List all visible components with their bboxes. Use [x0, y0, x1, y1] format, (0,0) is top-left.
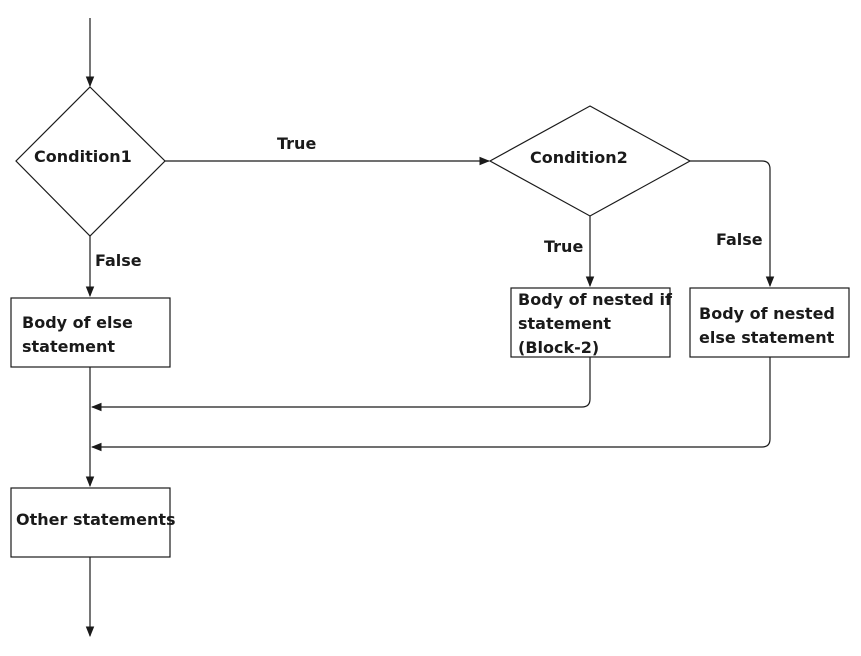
else-body-label: Body of else statement	[22, 313, 138, 356]
node-condition1: Condition1	[15, 86, 166, 237]
nested-else-line-2: else statement	[699, 328, 835, 347]
node-else-body: Body of else statement	[10, 297, 171, 368]
nested-else-body-label: Body of nested else statement	[699, 304, 840, 347]
decision-diamond	[15, 86, 166, 237]
edge-label-c1-false: False	[95, 251, 142, 270]
edge-nested-else-merge	[90, 357, 771, 452]
decision-diamond	[488, 105, 692, 217]
node-other-statements: Other statements	[10, 487, 176, 558]
node-nested-if-body: Body of nested if statement (Block-2)	[510, 287, 677, 358]
else-body-line-2: statement	[22, 337, 115, 356]
nested-if-line-2: statement	[518, 314, 611, 333]
process-box	[689, 287, 850, 358]
else-body-line-1: Body of else	[22, 313, 133, 332]
nested-if-body-label: Body of nested if statement (Block-2)	[518, 290, 677, 357]
nested-if-line-3: (Block-2)	[518, 338, 599, 357]
edge-label-c2-true: True	[544, 237, 583, 256]
process-box	[10, 487, 171, 558]
other-statements-label: Other statements	[16, 510, 176, 529]
condition1-label: Condition1	[34, 147, 132, 166]
node-nested-else-body: Body of nested else statement	[689, 287, 850, 358]
edge-c2-false	[690, 160, 775, 288]
process-box	[510, 287, 671, 358]
edge-nested-if-merge	[90, 357, 591, 412]
edge-label-c2-false: False	[716, 230, 763, 249]
nested-else-line-1: Body of nested	[699, 304, 835, 323]
condition2-label: Condition2	[530, 148, 628, 167]
edge-label-c1-true: True	[277, 134, 316, 153]
process-box	[10, 297, 171, 368]
nested-if-line-1: Body of nested if	[518, 290, 673, 309]
edges	[85, 18, 775, 638]
node-condition2: Condition2	[488, 105, 692, 217]
